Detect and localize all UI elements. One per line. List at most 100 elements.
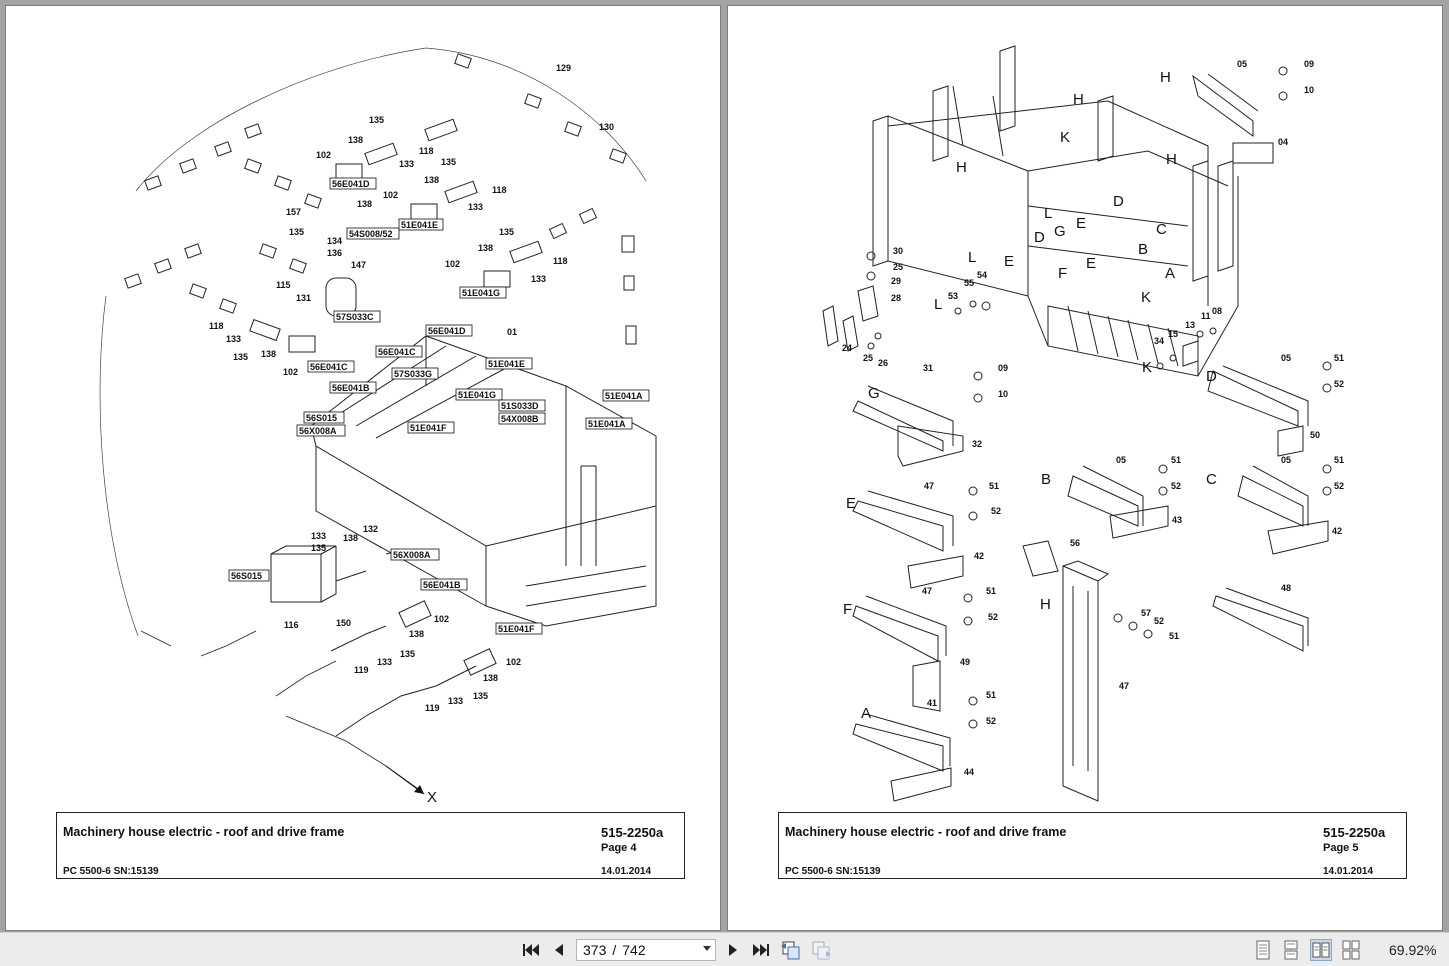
continuous-facing-view-icon[interactable] — [1340, 939, 1362, 961]
callout-label: 30 — [893, 246, 903, 256]
assembly-letter: G — [868, 385, 880, 402]
callout-label: 138 — [478, 243, 493, 253]
title-block-left: Machinery house electric - roof and driv… — [56, 812, 685, 879]
last-page-icon[interactable] — [750, 939, 772, 961]
previous-page-icon[interactable] — [548, 939, 570, 961]
reference-tag: 51E041A — [605, 391, 643, 401]
reference-tag: 56E041B — [332, 383, 370, 393]
assembly-letter: H — [1073, 91, 1084, 108]
callout-label: 44 — [964, 767, 974, 777]
reference-tag: 51E041G — [458, 390, 496, 400]
reference-tag: 56E041D — [428, 326, 466, 336]
callout-label: 52 — [1334, 481, 1344, 491]
callout-label: 41 — [927, 698, 937, 708]
callout-label: 05 — [1116, 455, 1126, 465]
callout-label: 29 — [891, 276, 901, 286]
callout-label: 56 — [1070, 538, 1080, 548]
callout-label: 157 — [286, 207, 301, 217]
drawing-number: 515-2250a — [1323, 825, 1386, 840]
facing-pages-view-icon[interactable] — [1310, 939, 1332, 961]
first-page-icon[interactable] — [520, 939, 542, 961]
callout-label: 135 — [499, 227, 514, 237]
chevron-down-icon[interactable] — [703, 946, 711, 951]
callout-label: 133 — [377, 657, 392, 667]
assembly-letter: A — [1165, 265, 1175, 282]
go-forward-icon[interactable] — [810, 939, 832, 961]
callout-label: 119 — [354, 665, 369, 675]
assembly-letter: L — [934, 296, 942, 313]
callout-label: 119 — [425, 703, 440, 713]
callout-label: 116 — [284, 620, 299, 630]
assembly-letter: H — [1040, 596, 1051, 613]
callout-label: 52 — [1154, 616, 1164, 626]
callout-label: 138 — [357, 199, 372, 209]
callout-label: 48 — [1281, 583, 1291, 593]
assembly-letter: E — [1004, 253, 1014, 270]
document-viewport[interactable]: 129 130 135 138 102 133 118 135 138 118 … — [0, 0, 1449, 932]
assembly-letter: D — [1206, 368, 1217, 385]
callout-label: 102 — [283, 367, 298, 377]
callout-label: 47 — [924, 481, 934, 491]
callout-label: 136 — [327, 248, 342, 258]
assembly-letter: L — [968, 249, 976, 266]
assembly-letter: K — [1142, 359, 1152, 376]
document-page-left: 129 130 135 138 102 133 118 135 138 118 … — [6, 6, 720, 930]
callout-label: 118 — [209, 321, 224, 331]
single-page-view-icon[interactable] — [1252, 939, 1274, 961]
reference-tag: 56X008A — [393, 550, 431, 560]
current-page-number[interactable]: 373 — [583, 942, 607, 958]
reference-tag: 54X008B — [501, 414, 539, 424]
reference-tag: 56S015 — [231, 571, 262, 581]
assembly-letter: E — [1086, 255, 1096, 272]
reference-tag: 51E041A — [588, 419, 626, 429]
callout-label: 135 — [233, 352, 248, 362]
callout-label: 133 — [399, 159, 414, 169]
navigation-toolbar: 373 / 742 69.92% — [0, 932, 1449, 966]
callout-label: 52 — [1171, 481, 1181, 491]
page-number-input[interactable]: 373 / 742 — [576, 939, 716, 961]
assembly-letter: H — [1166, 151, 1177, 168]
callout-label: 102 — [383, 190, 398, 200]
callout-label: 13 — [1185, 320, 1195, 330]
zoom-level[interactable]: 69.92% — [1389, 942, 1437, 958]
axis-label: X — [427, 789, 437, 806]
drawing-title: Machinery house electric - roof and driv… — [785, 825, 1067, 839]
reference-tag: 56E041D — [332, 179, 370, 189]
document-page-right: H H K H H D L E G D E F E C B A K L L K … — [728, 6, 1442, 930]
callout-label: 135 — [441, 157, 456, 167]
drawing-number: 515-2250a — [601, 825, 664, 840]
callout-label: 52 — [988, 612, 998, 622]
callout-label: 49 — [960, 657, 970, 667]
callout-label: 138 — [424, 175, 439, 185]
assembly-letter: D — [1034, 229, 1045, 246]
continuous-view-icon[interactable] — [1280, 939, 1302, 961]
callout-label: 25 — [893, 262, 903, 272]
callout-label: 102 — [506, 657, 521, 667]
callout-label: 138 — [343, 533, 358, 543]
reference-tag: 57S033C — [336, 312, 374, 322]
callout-label: 34 — [1154, 336, 1164, 346]
callout-label: 138 — [409, 629, 424, 639]
assembly-letter: A — [861, 705, 871, 722]
reference-tag: 56E041C — [310, 362, 348, 372]
callout-label: 54 — [977, 270, 987, 280]
callout-label: 135 — [473, 691, 488, 701]
assembly-letter: B — [1041, 471, 1051, 488]
next-page-icon[interactable] — [722, 939, 744, 961]
go-back-icon[interactable] — [780, 939, 802, 961]
reference-tag: 51S033D — [501, 401, 539, 411]
callout-label: 135 — [311, 543, 326, 553]
callout-label: 51 — [986, 690, 996, 700]
assembly-letter: D — [1113, 193, 1124, 210]
callout-label: 42 — [974, 551, 984, 561]
callout-label: 133 — [311, 531, 326, 541]
reference-tag: 54S008/52 — [349, 229, 393, 239]
assembly-letter: L — [1044, 205, 1052, 222]
callout-label: 51 — [989, 481, 999, 491]
assembly-letter: H — [1160, 69, 1171, 86]
callout-label: 133 — [448, 696, 463, 706]
callout-label: 51 — [986, 586, 996, 596]
reference-tag: 51E041F — [410, 423, 447, 433]
callout-label: 31 — [923, 363, 933, 373]
callout-label: 05 — [1281, 455, 1291, 465]
